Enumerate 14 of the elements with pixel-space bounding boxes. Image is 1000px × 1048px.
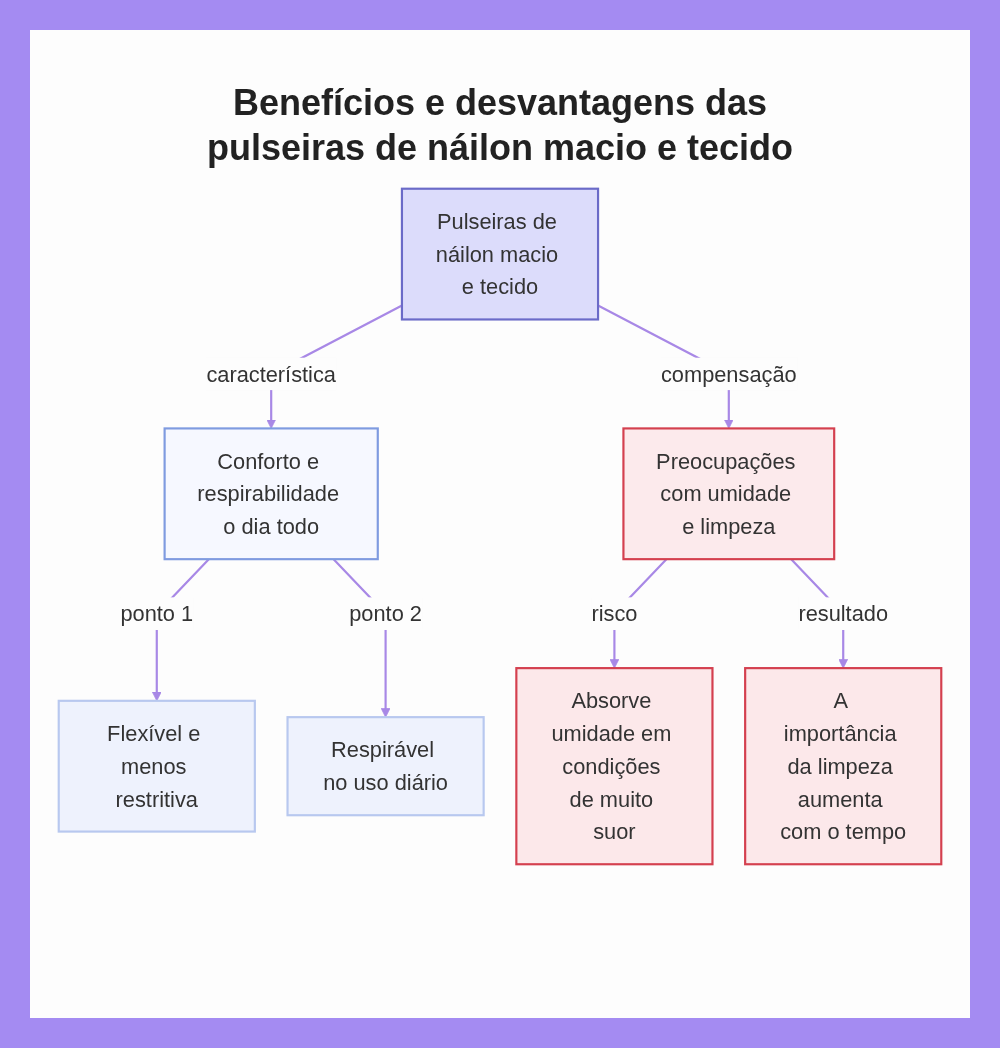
node-box: Preocupações com umidade e limpeza [622, 427, 836, 561]
node-box: Pulseiras de náilon macio e tecido [400, 187, 600, 321]
edge-label: característica [206, 361, 336, 386]
edge-label: risco [591, 601, 638, 626]
node-box: Conforto e respirabilidade o dia todo [163, 427, 379, 561]
node-box: Respirável no uso diário [286, 716, 485, 817]
node-box: Flexível e menos restritiva [57, 699, 256, 833]
edge-label: resultado [798, 601, 889, 626]
node-box: Absorve umidade em condições de muito suor [515, 667, 714, 866]
edge-label: ponto 1 [120, 601, 194, 626]
node-box: A importância da limpeza aumenta com o tempo [744, 667, 943, 866]
edge-label: compensação [660, 361, 797, 386]
diagram-title: Benefícios e desvantagens das pulseiras de náilon macio e tecido [205, 81, 795, 170]
edge-label: ponto 2 [349, 601, 422, 626]
